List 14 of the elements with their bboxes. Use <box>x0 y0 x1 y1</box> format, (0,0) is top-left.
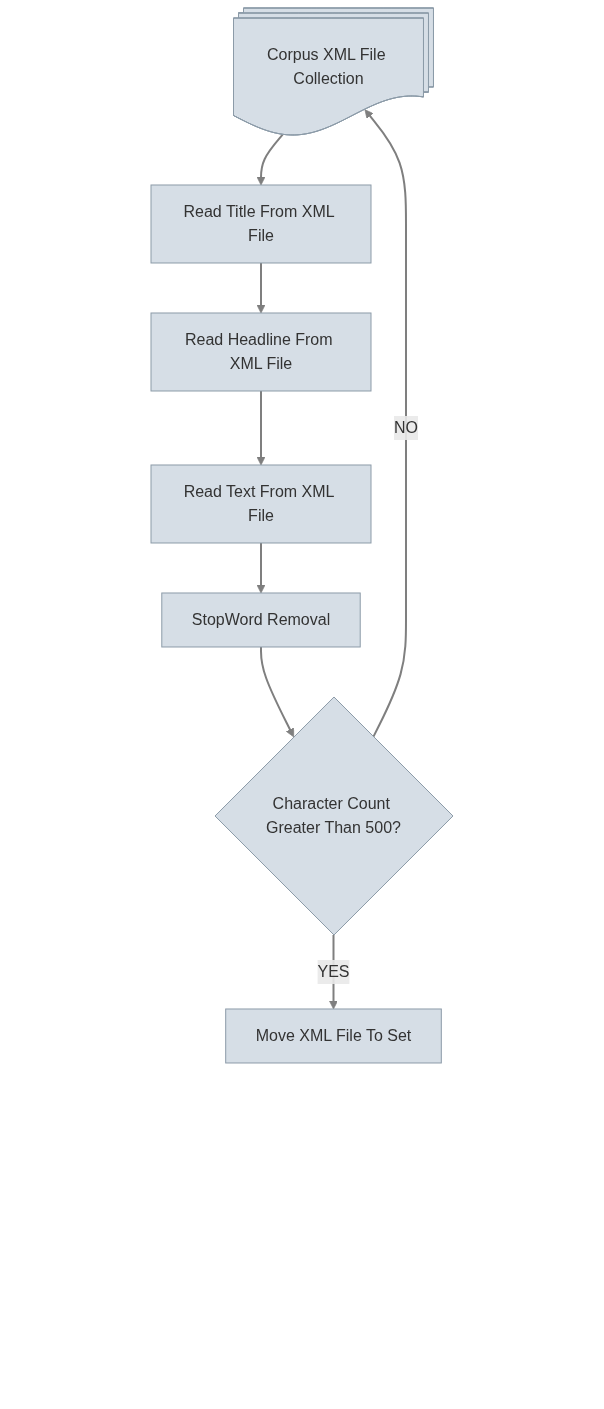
node-diamond: Character Count Greater Than 500? <box>214 696 454 936</box>
arrow <box>256 133 284 186</box>
node-box: Read Headline From XML File <box>150 312 372 392</box>
node-box: Move XML File To Set <box>225 1008 442 1064</box>
node-box: Read Title From XML File <box>150 184 372 264</box>
arrow <box>260 646 295 738</box>
arrow <box>256 542 266 594</box>
arrow <box>364 109 407 738</box>
arrow <box>256 262 266 314</box>
arrow <box>256 390 266 466</box>
node-box: StopWord Removal <box>161 592 361 648</box>
edge-label: YES <box>317 962 350 980</box>
node-box: Read Text From XML File <box>150 464 372 544</box>
edge-label: NO <box>394 418 418 436</box>
